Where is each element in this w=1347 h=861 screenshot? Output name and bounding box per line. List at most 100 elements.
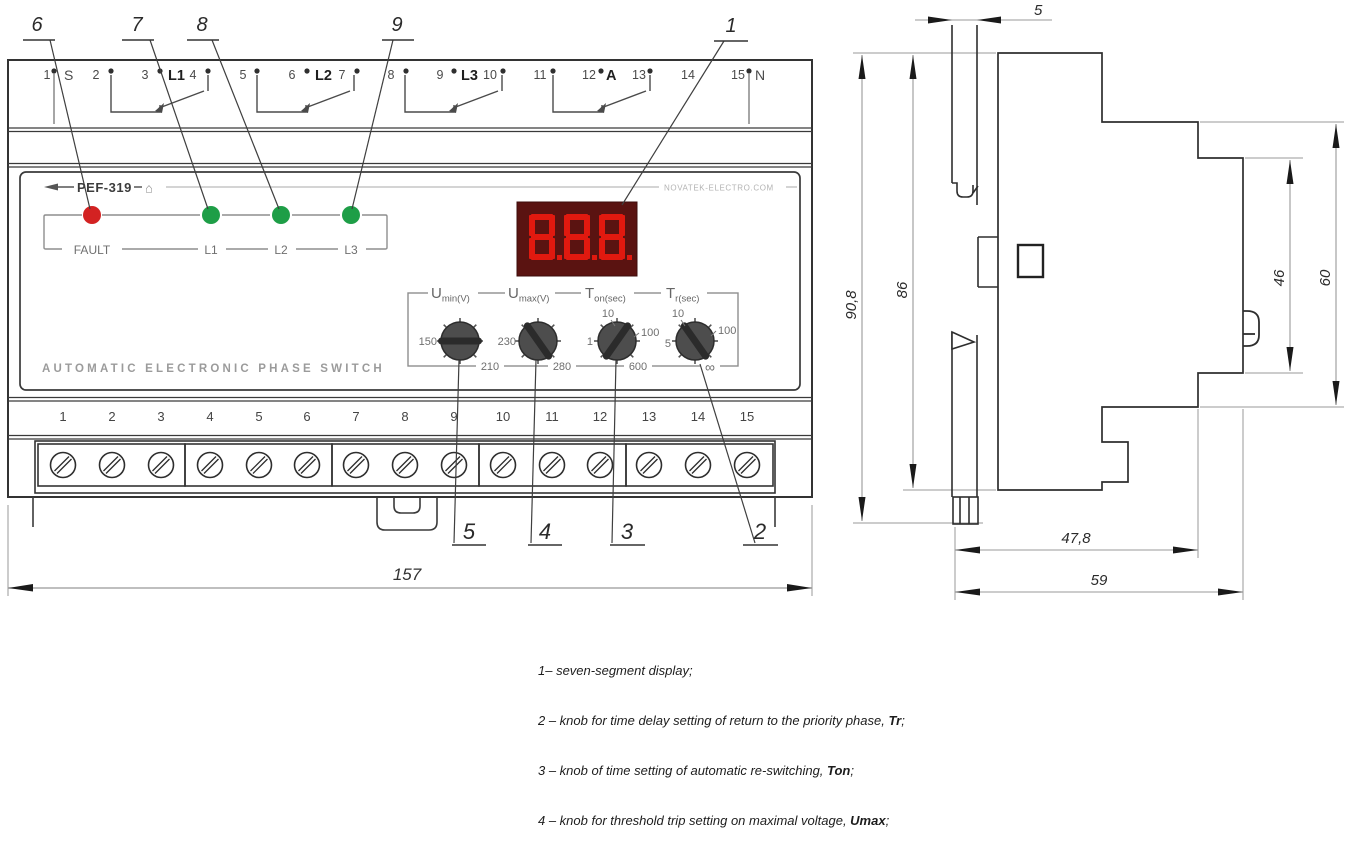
dim-label-157: 157 [393, 565, 422, 584]
ton-scale-600: 600 [629, 361, 647, 373]
umin-scale-max: 210 [481, 361, 499, 373]
side-extension-lines [853, 52, 1344, 600]
terminal-label-l2: L2 [315, 68, 332, 84]
screw-terminal[interactable] [440, 451, 468, 479]
terminal-number: 5 [255, 409, 262, 424]
terminal-number: 13 [642, 409, 656, 424]
callout-6: 6 [31, 14, 43, 36]
knob-scale-labels: 150 210 230 280 10 1 100 600 10 5 100 ∞ [419, 308, 737, 375]
fault-led [83, 206, 101, 224]
callout-9: 9 [391, 14, 402, 36]
terminal-number: 15 [731, 68, 745, 82]
screw-terminal[interactable] [684, 451, 712, 479]
terminal-label-l1: L1 [168, 68, 185, 84]
knob-titles: Umin(V) Umax(V) Ton(sec) Tr(sec) [431, 285, 699, 305]
terminal-number: 2 [108, 409, 115, 424]
dim-label-59: 59 [1091, 572, 1108, 589]
screw-terminal[interactable] [147, 451, 175, 479]
phase-l2-led [272, 206, 290, 224]
side-latch-detail [1243, 310, 1260, 347]
screw-terminal[interactable] [538, 451, 566, 479]
screw-terminal-block [34, 440, 776, 494]
terminal-number: 9 [437, 68, 444, 82]
callout-1: 1 [725, 15, 736, 37]
dim-5: 5 [915, 2, 1052, 24]
brand-arrow-icon [44, 183, 58, 191]
panel-caption: AUTOMATIC ELECTRONIC PHASE SWITCH [42, 363, 385, 375]
terminal-pins [51, 68, 752, 74]
tr-scale-inf: ∞ [705, 359, 715, 375]
screw-terminal[interactable] [196, 451, 224, 479]
umin-knob-pointer [438, 337, 482, 345]
callout-7: 7 [131, 14, 143, 36]
l1-led-label: L1 [204, 243, 218, 257]
knob-umax-title: Umax(V) [508, 285, 549, 305]
dim-46: 46 [1271, 160, 1294, 371]
width-dimension: 157 [7, 505, 813, 596]
phase-l1-led [202, 206, 220, 224]
din-clip-notch [393, 497, 421, 514]
terminal-number: 11 [534, 68, 547, 82]
side-view: 90,8 86 46 60 5 [843, 2, 1344, 600]
led-bracket [43, 214, 388, 250]
screw-terminal[interactable] [489, 451, 517, 479]
terminal-label-s: S [64, 67, 73, 83]
terminal-number: 6 [303, 409, 310, 424]
brand-row: PEF-319 ⌂ NOVATEK-ELECTRO.COM [44, 180, 797, 196]
terminal-number: 10 [496, 409, 510, 424]
dim-label-90-8: 90,8 [843, 290, 860, 320]
brand-site: NOVATEK-ELECTRO.COM [664, 184, 774, 193]
dim-label-86: 86 [894, 281, 911, 298]
screw-terminal[interactable] [342, 451, 370, 479]
phase-l3-led [342, 206, 360, 224]
terminal-number: 13 [632, 68, 646, 82]
bottom-terminal-numbers: 1 2 3 4 5 6 7 8 9 10 11 12 13 14 15 [59, 409, 754, 424]
side-body-outline [997, 52, 1244, 491]
led-labels: FAULT L1 L2 L3 [74, 243, 358, 257]
ton-scale-10: 10 [602, 308, 614, 320]
terminal-number: 12 [593, 409, 607, 424]
house-icon: ⌂ [145, 181, 153, 196]
l3-led-label: L3 [344, 243, 358, 257]
screw-terminal[interactable] [586, 451, 614, 479]
din-rail-clips [951, 25, 998, 525]
umax-scale-max: 280 [553, 361, 571, 373]
screw-terminal[interactable] [391, 451, 419, 479]
terminal-number: 8 [388, 68, 395, 82]
screw-terminal[interactable] [245, 451, 273, 479]
terminal-number: 2 [93, 68, 100, 82]
terminal-label-n: N [755, 67, 765, 83]
terminal-number: 9 [450, 409, 457, 424]
din-clip-tab [376, 497, 438, 531]
dim-label-47-8: 47,8 [1061, 530, 1091, 547]
screw-terminal[interactable] [98, 451, 126, 479]
terminal-number: 7 [339, 68, 346, 82]
knob-ton-title: Ton(sec) [585, 285, 626, 305]
device-drawing: 1 2 3 4 5 6 7 8 9 10 11 12 13 14 15 [7, 2, 1344, 600]
knob-block: Umin(V) Umax(V) Ton(sec) Tr(sec) 150 210… [407, 285, 739, 375]
top-terminal-row: 1 2 3 4 5 6 7 8 9 10 11 12 13 14 15 [44, 67, 765, 124]
dim-label-5: 5 [1034, 2, 1043, 19]
dim-86: 86 [894, 55, 917, 488]
screw-terminal[interactable] [293, 451, 321, 479]
terminal-number: 6 [289, 68, 296, 82]
terminal-number: 12 [582, 68, 596, 82]
terminal-number: 14 [691, 409, 705, 424]
screw-terminal[interactable] [635, 451, 663, 479]
screw-terminal[interactable] [733, 451, 761, 479]
terminal-label-a: A [606, 68, 617, 84]
callout-2: 2 [753, 519, 766, 544]
tr-scale-100: 100 [718, 325, 736, 337]
side-mounting-hole [1016, 243, 1045, 279]
terminal-number: 8 [401, 409, 408, 424]
screw-terminal[interactable] [49, 451, 77, 479]
dim-59: 59 [955, 572, 1243, 596]
terminal-number: 1 [44, 68, 51, 82]
callout-4: 4 [539, 519, 551, 544]
umax-scale-min: 230 [498, 336, 516, 348]
legend-item: 1– seven-segment display; [538, 663, 693, 679]
legend-item: 3 – knob of time setting of automatic re… [538, 762, 854, 778]
terminal-number: 3 [142, 68, 149, 82]
dim-90-8: 90,8 [843, 55, 866, 521]
